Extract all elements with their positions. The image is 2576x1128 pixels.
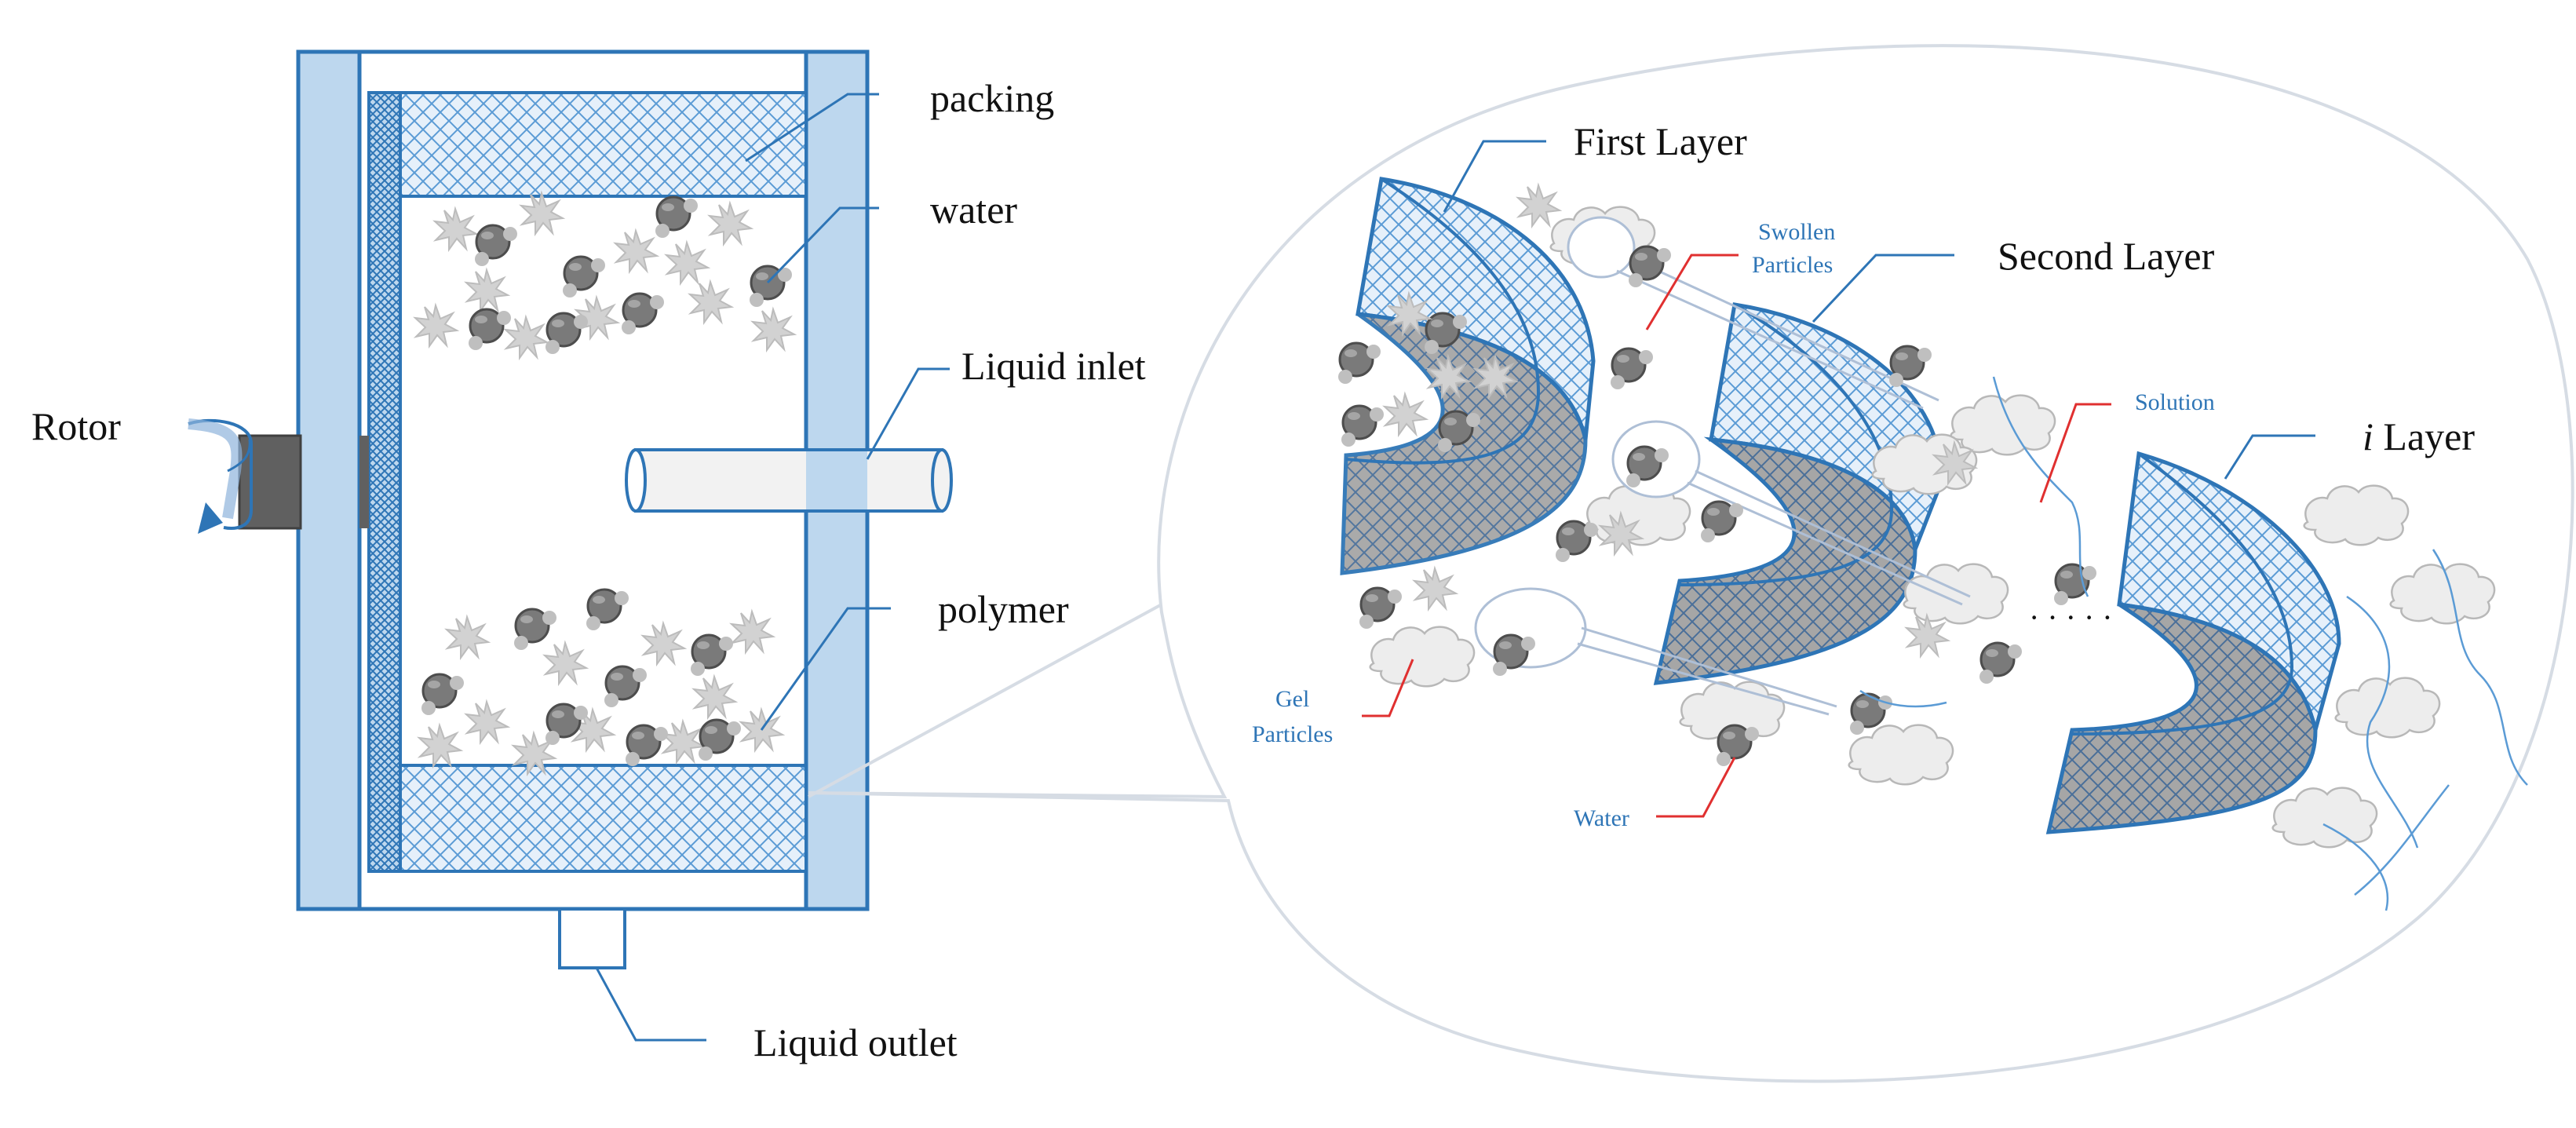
label-liquid-outlet: Liquid outlet xyxy=(753,1020,958,1064)
label-water: water xyxy=(930,188,1017,232)
rotor-arrow-icon xyxy=(188,418,253,534)
label-i-layer: i Layer xyxy=(2363,414,2475,458)
packing-top xyxy=(399,91,808,198)
label-first-layer: First Layer xyxy=(1574,119,1747,163)
label-second-layer: Second Layer xyxy=(1998,234,2215,278)
label-gel-line1: Gel xyxy=(1275,686,1309,712)
layer-ellipsis: · · · · · xyxy=(2029,600,2113,635)
layer-illustration: · · · · · xyxy=(1337,140,2528,911)
label-i-layer-index: i xyxy=(2363,414,2373,458)
label-polymer: polymer xyxy=(938,587,1069,631)
rotor-shaft-inner xyxy=(359,436,369,528)
label-liquid-inlet: Liquid inlet xyxy=(961,344,1146,388)
packing-bottom xyxy=(399,764,808,873)
solution-fibers xyxy=(1859,376,2528,911)
liquid-outlet-port xyxy=(558,907,626,969)
label-solution: Solution xyxy=(2135,389,2215,415)
label-swollen-line1: Swollen xyxy=(1758,219,1835,245)
i-layer xyxy=(2045,451,2341,834)
zoom-leader-lines-blue xyxy=(1443,140,2315,480)
left-wall xyxy=(296,49,362,911)
zoom-leader-lines-red xyxy=(1362,254,2111,818)
reactor-schematic xyxy=(188,49,953,1042)
label-packing: packing xyxy=(930,76,1054,120)
label-gel-line2: Particles xyxy=(1252,721,1333,747)
label-water-zoom: Water xyxy=(1574,805,1629,831)
label-i-layer-text: Layer xyxy=(2373,414,2475,458)
label-rotor: Rotor xyxy=(31,404,121,448)
label-swollen-line2: Particles xyxy=(1752,252,1833,278)
rotor-mesh-column xyxy=(367,91,402,873)
left-leader-lines xyxy=(595,93,950,1042)
liquid-inlet-pipe xyxy=(625,448,953,513)
